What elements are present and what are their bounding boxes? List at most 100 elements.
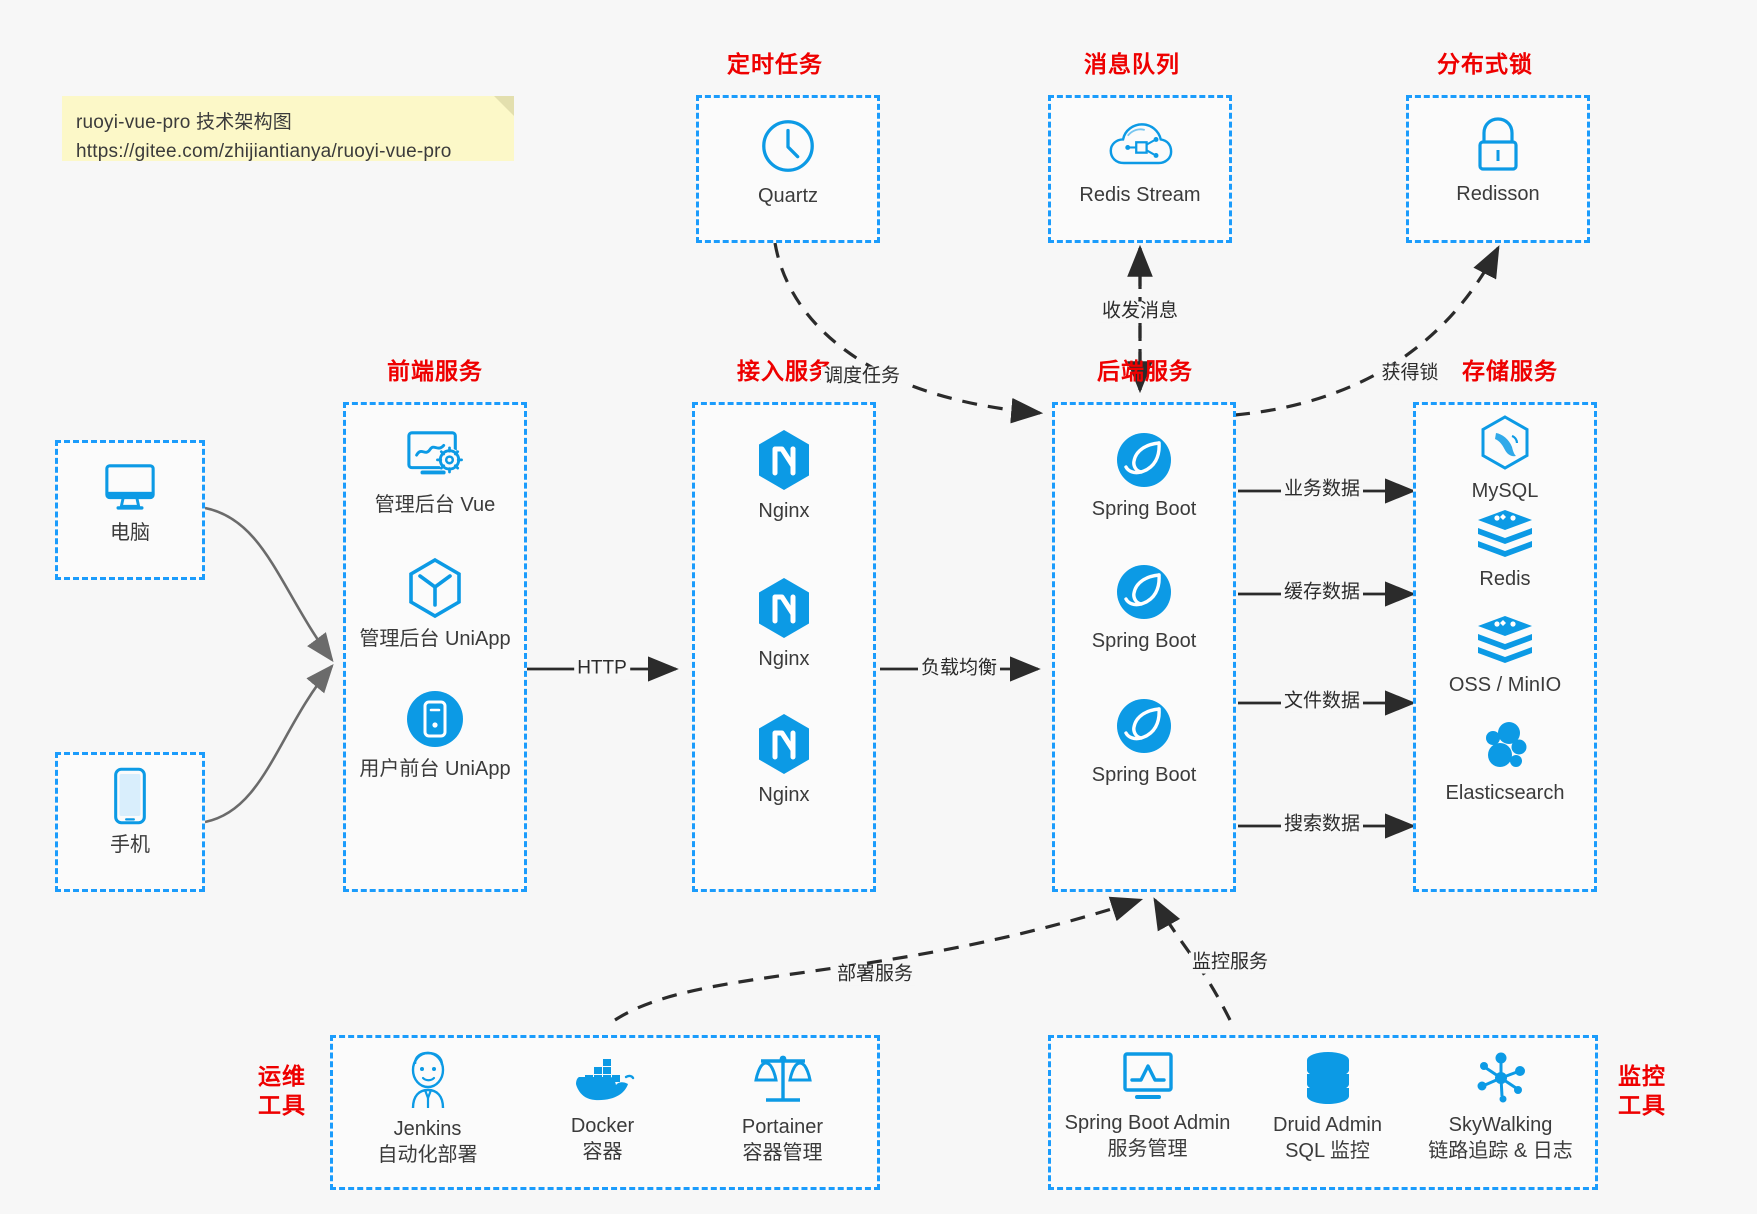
- node-nginx-2[interactable]: Nginx: [692, 576, 876, 672]
- node-spring-boot-admin[interactable]: Spring Boot Admin 服务管理: [1050, 1050, 1245, 1162]
- node-redis-stream[interactable]: Redis Stream: [1048, 118, 1232, 208]
- node-label: Quartz: [757, 185, 819, 207]
- monitor-chart-icon: [1122, 1052, 1173, 1099]
- group-title-scheduler: 定时任务: [727, 51, 823, 77]
- node-nginx-1[interactable]: Nginx: [692, 428, 876, 524]
- edge-label-http: HTTP: [574, 658, 630, 680]
- group-title-mq: 消息队列: [1084, 51, 1180, 77]
- node-spring-boot-2[interactable]: Spring Boot: [1052, 562, 1236, 654]
- node-portainer[interactable]: Portainer 容器管理: [695, 1050, 870, 1166]
- node-oss-minio[interactable]: OSS / MinIO: [1413, 614, 1597, 698]
- edge-label-send-receive-message: 收发消息: [1098, 301, 1182, 323]
- node-label: Redisson: [1456, 183, 1540, 205]
- nginx-icon: [759, 714, 809, 774]
- node-sublabel: 容器管理: [742, 1142, 823, 1164]
- spring-boot-icon: [1117, 433, 1171, 487]
- desktop-monitor-icon: [105, 464, 155, 510]
- node-skywalking[interactable]: SkyWalking 链路追踪 & 日志: [1408, 1050, 1593, 1164]
- group-title-storage: 存储服务: [1462, 358, 1558, 384]
- edge-label-acquire-lock: 获得锁: [1378, 363, 1442, 385]
- node-label: 用户前台 UniApp: [359, 758, 511, 780]
- edge-label-search-data: 搜索数据: [1280, 814, 1364, 836]
- monitor-gear-icon: [407, 431, 463, 475]
- object-storage-icon: [1478, 616, 1532, 663]
- mobile-phone-icon: [114, 767, 146, 825]
- node-sublabel: 容器: [582, 1141, 623, 1163]
- redis-stack-icon: [1478, 510, 1532, 557]
- node-label: Jenkins: [393, 1118, 462, 1140]
- phone-circle-icon: [407, 691, 463, 747]
- node-label: Nginx: [758, 648, 810, 670]
- group-box-mq: [1048, 95, 1232, 243]
- mysql-dolphin-icon: [1481, 415, 1529, 470]
- edge-label-load-balance: 负载均衡: [917, 658, 1001, 680]
- edge-label-schedule-task: 调度任务: [820, 366, 904, 388]
- note-url: https://gitee.com/zhijiantianya/ruoyi-vu…: [76, 141, 452, 163]
- group-title-monitoring-line2: 工具: [1618, 1091, 1666, 1118]
- group-title-monitoring: 监控 工具: [1618, 1062, 1698, 1120]
- node-label: 管理后台 Vue: [374, 494, 496, 516]
- node-label: MySQL: [1471, 480, 1539, 502]
- node-spring-boot-3[interactable]: Spring Boot: [1052, 696, 1236, 788]
- group-box-client-desktop: [55, 440, 205, 580]
- note-title: ruoyi-vue-pro 技术架构图: [76, 112, 293, 133]
- edge-label-file-data: 文件数据: [1280, 691, 1364, 713]
- clock-icon: [762, 120, 814, 172]
- spring-boot-icon: [1117, 699, 1171, 753]
- node-label: Docker: [570, 1115, 635, 1137]
- node-label: Spring Boot Admin: [1064, 1112, 1231, 1134]
- node-label: Redis: [1479, 568, 1531, 590]
- node-label: SkyWalking: [1448, 1114, 1553, 1136]
- node-label: Nginx: [758, 500, 810, 522]
- node-label: Spring Boot: [1091, 630, 1197, 652]
- node-label: Portainer: [741, 1116, 824, 1138]
- node-label: 管理后台 UniApp: [359, 628, 511, 650]
- node-label: 电脑: [110, 522, 150, 544]
- network-star-icon: [1477, 1052, 1525, 1103]
- spring-boot-icon: [1117, 565, 1171, 619]
- docker-whale-icon: [575, 1059, 634, 1101]
- jenkins-butler-icon: [411, 1051, 444, 1109]
- note-fold-corner: [494, 96, 514, 116]
- node-mysql[interactable]: MySQL: [1413, 414, 1597, 504]
- node-druid-admin[interactable]: Druid Admin SQL 监控: [1245, 1050, 1410, 1164]
- group-title-monitoring-line1: 监控: [1618, 1063, 1666, 1089]
- node-label: Spring Boot: [1091, 498, 1197, 520]
- node-redis[interactable]: Redis: [1413, 508, 1597, 592]
- lock-icon: [1478, 117, 1518, 171]
- node-quartz[interactable]: Quartz: [696, 115, 880, 209]
- diagram-note: ruoyi-vue-pro 技术架构图 https://gitee.com/zh…: [62, 96, 514, 162]
- node-redisson[interactable]: Redisson: [1406, 115, 1590, 207]
- nginx-icon: [759, 430, 809, 490]
- group-title-backend: 后端服务: [1097, 358, 1193, 384]
- nginx-icon: [759, 578, 809, 638]
- node-desktop[interactable]: 电脑: [55, 460, 205, 546]
- node-docker[interactable]: Docker 容器: [515, 1055, 690, 1165]
- node-label: OSS / MinIO: [1448, 674, 1562, 696]
- database-cylinder-icon: [1306, 1052, 1349, 1104]
- group-title-gateway: 接入服务: [737, 358, 833, 384]
- cloud-network-icon: [1109, 123, 1173, 165]
- edge-label-business-data: 业务数据: [1280, 479, 1364, 501]
- node-label: 手机: [110, 834, 150, 856]
- node-spring-boot-1[interactable]: Spring Boot: [1052, 430, 1236, 522]
- node-sublabel: SQL 监控: [1285, 1140, 1370, 1162]
- node-label: Elasticsearch: [1445, 782, 1565, 804]
- node-admin-vue[interactable]: 管理后台 Vue: [343, 428, 527, 518]
- node-sublabel: 自动化部署: [377, 1144, 478, 1166]
- node-sublabel: 链路追踪 & 日志: [1428, 1140, 1573, 1162]
- node-admin-uniapp[interactable]: 管理后台 UniApp: [343, 556, 527, 652]
- node-jenkins[interactable]: Jenkins 自动化部署: [340, 1050, 515, 1168]
- group-title-devops-line1: 运维: [258, 1063, 306, 1089]
- edge-label-deploy-service: 部署服务: [833, 964, 917, 986]
- node-user-uniapp[interactable]: 用户前台 UniApp: [343, 688, 527, 782]
- hexagon-cube-icon: [409, 557, 461, 619]
- group-title-lock: 分布式锁: [1437, 51, 1533, 77]
- edge-label-monitor-service: 监控服务: [1188, 952, 1272, 974]
- node-mobile[interactable]: 手机: [55, 766, 205, 858]
- node-nginx-3[interactable]: Nginx: [692, 712, 876, 808]
- node-elasticsearch[interactable]: Elasticsearch: [1413, 718, 1597, 806]
- group-title-devops: 运维 工具: [258, 1062, 328, 1120]
- edge-label-cache-data: 缓存数据: [1280, 582, 1364, 604]
